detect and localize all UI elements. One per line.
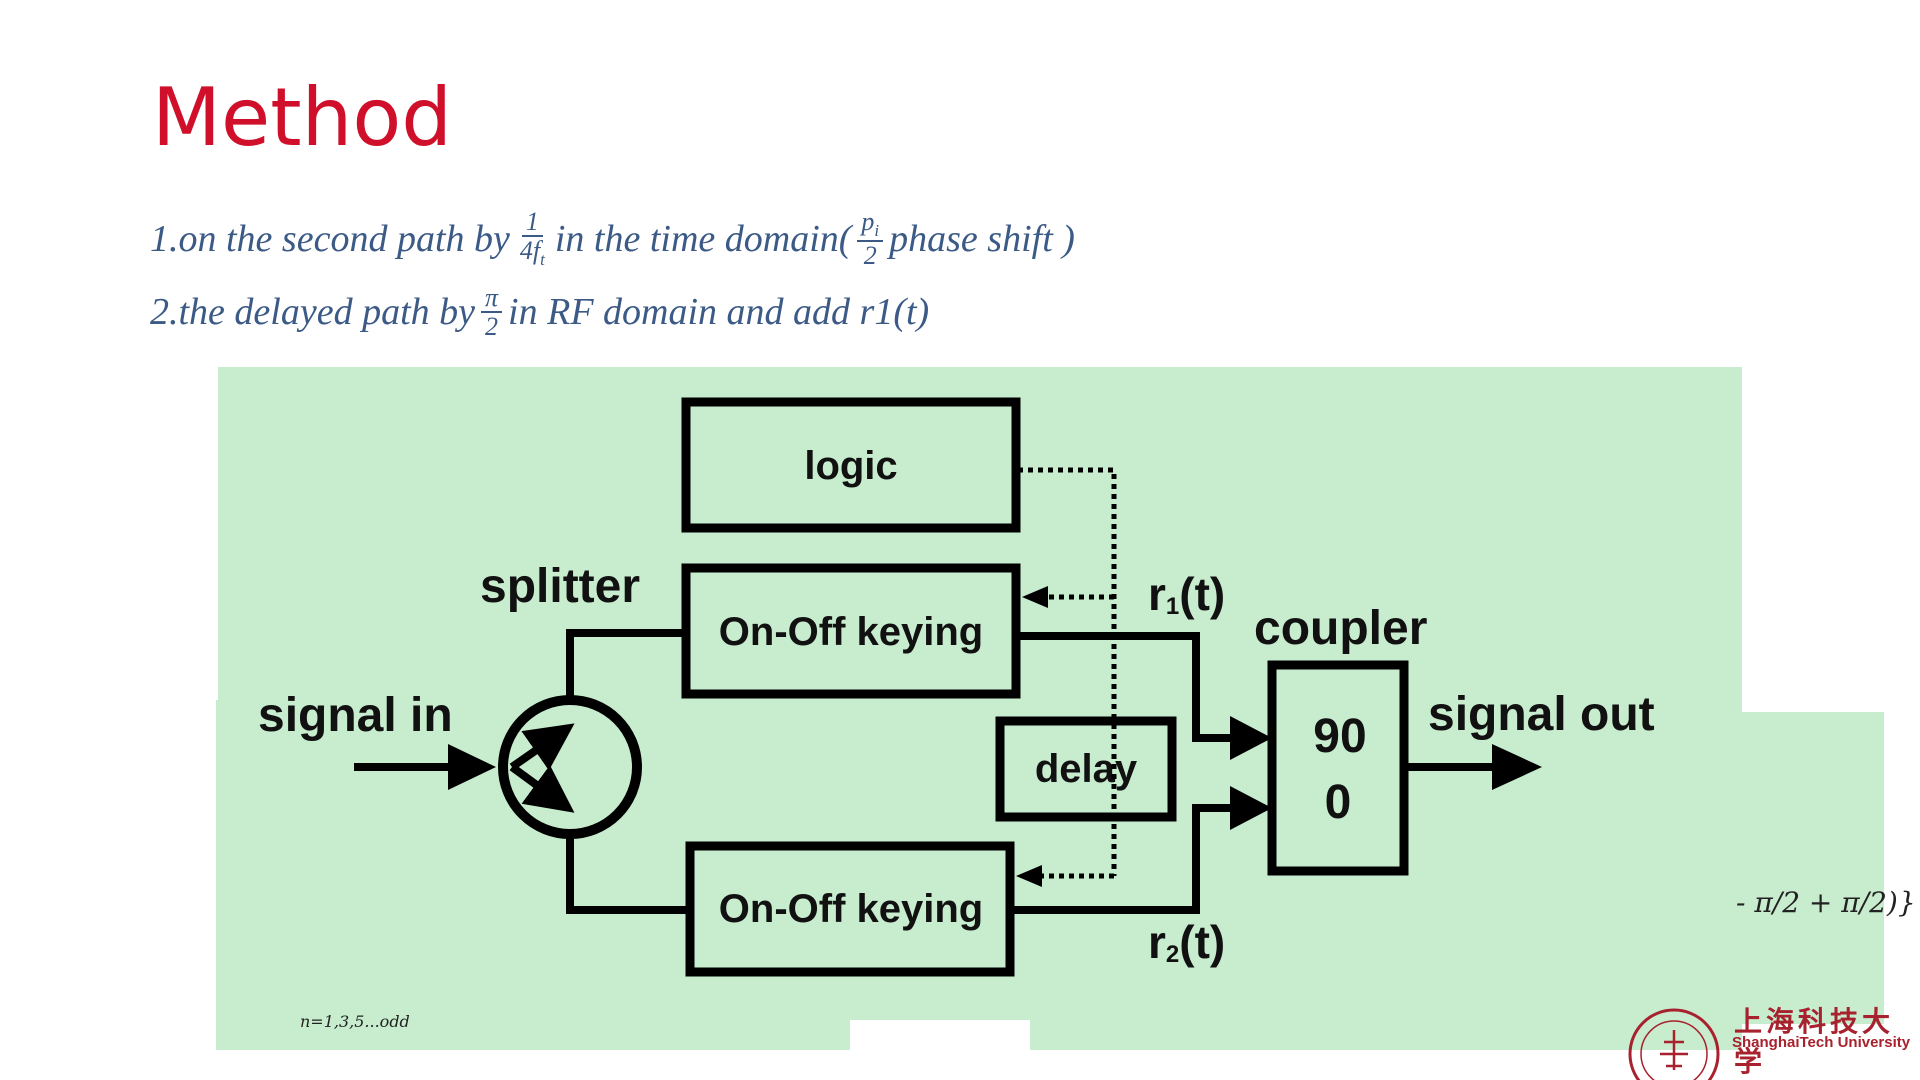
- step-1-frac-den-sub: t: [540, 250, 545, 270]
- step-1-frac-numerator: 1: [521, 208, 543, 238]
- r2-arrowhead: [1230, 786, 1272, 830]
- step-1-frac-denominator: 4ft: [516, 237, 549, 269]
- r1-letter: r: [1148, 568, 1166, 620]
- onoff-keying-bottom-label: On-Off keying: [719, 887, 983, 931]
- r2-t-suffix: (t): [1179, 916, 1225, 968]
- step-2-frac-denominator: 2: [485, 312, 499, 342]
- coupler-top-label: 90: [1313, 710, 1366, 763]
- step-1-frac2-num-sub: i: [874, 221, 880, 241]
- step-1-frac2-num-main: p: [861, 207, 875, 236]
- splitter-to-bottom-wire: [566, 834, 690, 914]
- r1-arrowhead: [1230, 716, 1272, 760]
- step-2-prefix: 2.the delayed path by: [150, 291, 476, 334]
- method-step-1: 1.on the second path by 1 4ft in the tim…: [150, 207, 1075, 271]
- bottom-control-arrowhead: [1016, 865, 1042, 887]
- step-1-frac-den-main: 4f: [519, 236, 541, 266]
- step-2-fraction: π 2: [481, 284, 503, 342]
- r1-subscript: 1: [1166, 593, 1179, 620]
- step-2-frac-numerator: π: [481, 284, 503, 314]
- coupler-box: [1267, 660, 1409, 876]
- coupler-bottom-label: 0: [1325, 776, 1352, 829]
- step-1-suffix: phase shift ): [889, 217, 1075, 260]
- step-2-suffix: in RF domain and add r1(t): [508, 291, 930, 334]
- right-formula-fragment: - π/2 + π/2)}: [1736, 886, 1916, 919]
- r2-letter: r: [1148, 916, 1166, 968]
- signal-out-label: signal out: [1428, 688, 1655, 741]
- splitter-arrow-down: [509, 763, 575, 813]
- logo-chinese-name: 上海科技大学: [1734, 1005, 1895, 1078]
- delay-label: delay: [1035, 747, 1138, 791]
- delay-box: [995, 716, 1177, 822]
- step-1-frac2-numerator: pi: [857, 207, 884, 243]
- step-1-fraction-2: pi 2: [857, 207, 884, 271]
- top-control-arrowhead: [1022, 586, 1048, 608]
- signal-in-arrowhead: [448, 744, 496, 790]
- signal-out-arrowhead: [1492, 744, 1542, 790]
- r1-t-suffix: (t): [1179, 568, 1225, 620]
- splitter-to-top-wire: [566, 629, 686, 700]
- logic-control-dotted-line: [1018, 467, 1117, 876]
- logo-english-name: ShanghaiTech University: [1732, 1034, 1911, 1051]
- r2-subscript: 2: [1166, 941, 1179, 968]
- logic-box: [681, 397, 1021, 533]
- splitter-label: splitter: [480, 560, 640, 613]
- signal-in-label: signal in: [258, 689, 453, 742]
- coupler-label: coupler: [1254, 602, 1427, 655]
- r1-wire: [1016, 632, 1240, 742]
- diagram-background-white-notch: [850, 1020, 1030, 1060]
- r2-wire: [1010, 804, 1240, 914]
- logic-label: logic: [804, 444, 897, 488]
- method-step-2: 2.the delayed path by π 2 in RF domain a…: [150, 284, 929, 341]
- step-1-frac2-denominator: 2: [863, 241, 877, 271]
- onoff-keying-top-label: On-Off keying: [719, 610, 983, 654]
- r1-label: r1(t): [1148, 568, 1225, 620]
- splitter-circle: [498, 695, 642, 839]
- step-1-middle: in the time domain(: [554, 217, 852, 260]
- university-seal-icon: [1628, 1008, 1720, 1080]
- step-1-fraction: 1 4ft: [516, 208, 549, 269]
- splitter-arrow-up: [509, 723, 575, 771]
- step-1-prefix: 1.on the second path by: [150, 217, 510, 260]
- r2-label: r2(t): [1148, 916, 1225, 968]
- slide-title: Method: [152, 71, 453, 164]
- bottom-formula-fragment: n=1,3,5...odd: [300, 1012, 410, 1031]
